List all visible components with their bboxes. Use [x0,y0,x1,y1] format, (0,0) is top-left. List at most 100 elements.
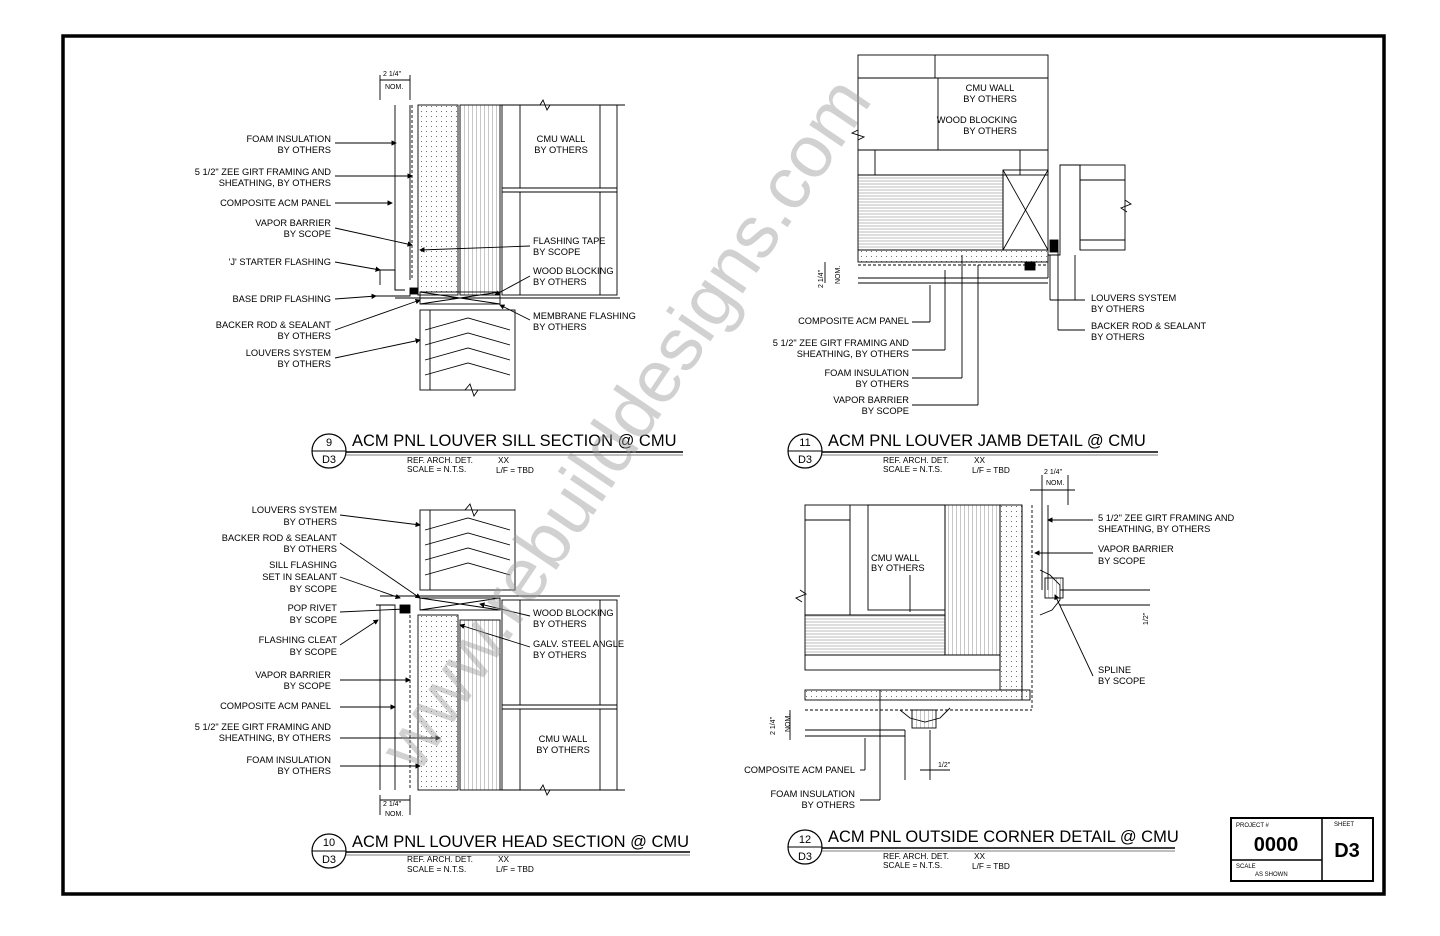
d10-ref: REF. ARCH. DET. [407,854,473,864]
d9-label: BY OTHERS [277,359,331,369]
d9-lf: L/F = TBD [496,465,534,475]
title-block: PROJECT # 0000 SHEET D3 SCALE AS SHOWN [1230,817,1374,882]
d12-label: BY SCOPE [1098,676,1145,686]
d12-scale: SCALE = N.T.S. [883,860,942,870]
d11-sheet: D3 [798,454,812,466]
d12-label: BY OTHERS [801,800,855,810]
detail-12-drawing [789,475,1150,801]
d12-dim: 2 1/4" [1044,469,1063,476]
d10-dim-nom: NOM. [385,811,403,818]
d9-label: FLASHING TAPE [533,236,606,246]
d11-ref: REF. ARCH. DET. [883,455,949,465]
d12-sheet: D3 [798,851,812,863]
d10-label: BY SCOPE [284,681,331,691]
d11-label: WOOD BLOCKING [937,115,1018,125]
project-number: 0000 [1254,834,1299,856]
d10-label: FLASHING CLEAT [259,635,338,645]
d9-label: BY OTHERS [533,277,587,287]
d9-ref: REF. ARCH. DET. [407,455,473,465]
d10-label: BY OTHERS [283,544,337,554]
detail-11-title: 11 D3 ACM PNL LOUVER JAMB DETAIL @ CMU R… [787,432,1158,475]
d11-label: CMU WALL [966,83,1015,93]
d10-label: BY OTHERS [533,650,587,660]
sheet-number: D3 [1334,840,1360,862]
d9-dim: 2 1/4" [383,71,402,78]
d12-label: CMU WALL [871,553,920,563]
d9-title: ACM PNL LOUVER SILL SECTION @ CMU [352,432,677,450]
d10-label: POP RIVET [288,603,338,613]
d9-label: BY OTHERS [533,322,587,332]
sheet-border [61,34,1386,896]
d11-title: ACM PNL LOUVER JAMB DETAIL @ CMU [828,432,1146,450]
d9-number: 9 [326,437,332,449]
d9-label: MEMBRANE FLASHING [533,311,636,321]
d11-label: LOUVERS SYSTEM [1091,293,1176,303]
d10-ref-val: XX [498,854,510,864]
d11-label: BY OTHERS [1091,332,1145,342]
d9-label: FOAM INSULATION [246,134,331,144]
d11-label: BY OTHERS [855,379,909,389]
d11-dim: 2 1/4" [818,269,825,288]
d10-lf: L/F = TBD [496,864,534,874]
d9-label: BACKER ROD & SEALANT [216,320,332,330]
d12-number: 12 [799,834,811,846]
d11-label: 5 1/2" ZEE GIRT FRAMING AND [773,338,910,348]
detail-10-drawing [339,503,625,815]
scale-label: SCALE [1236,864,1256,870]
d11-label: BACKER ROD & SEALANT [1091,321,1207,331]
d12-ref: REF. ARCH. DET. [883,851,949,861]
d12-label: COMPOSITE ACM PANEL [744,765,855,775]
d11-label: BY OTHERS [963,126,1017,136]
d10-label: BY SCOPE [290,584,337,594]
d11-ref-val: XX [974,455,986,465]
d11-dim-nom: NOM. [835,266,842,284]
d12-dim: 2 1/4" [770,716,777,735]
d9-label: COMPOSITE ACM PANEL [220,198,331,208]
d12-dim-half: 1/2" [1143,612,1150,625]
detail-11-drawing [824,54,1132,406]
d12-label: BY OTHERS [871,563,925,573]
d10-scale: SCALE = N.T.S. [407,864,466,874]
d12-lf: L/F = TBD [972,861,1010,871]
d9-label: 5 1/2" ZEE GIRT FRAMING AND [195,167,332,177]
d11-label: BY SCOPE [862,406,909,416]
d11-scale: SCALE = N.T.S. [883,464,942,474]
d9-sheet: D3 [322,454,336,466]
d10-label: LOUVERS SYSTEM [252,505,337,515]
d11-label: COMPOSITE ACM PANEL [798,316,909,326]
d12-label: 5 1/2" ZEE GIRT FRAMING AND [1098,513,1235,523]
d10-label: BACKER ROD & SEALANT [222,533,338,543]
d10-title: ACM PNL LOUVER HEAD SECTION @ CMU [352,833,689,851]
detail-10-title: 10 D3 ACM PNL LOUVER HEAD SECTION @ CMU … [311,833,690,874]
d10-label: BY SCOPE [290,647,337,657]
d12-label: VAPOR BARRIER [1098,544,1174,554]
d9-label: WOOD BLOCKING [533,266,614,276]
d10-label: BY OTHERS [536,745,590,755]
d9-label: BY OTHERS [277,331,331,341]
d10-label: GALV. STEEL ANGLE [533,639,624,649]
d12-label: SPLINE [1098,665,1131,675]
d12-label: BY SCOPE [1098,556,1145,566]
d9-ref-val: XX [498,455,510,465]
d11-label: VAPOR BARRIER [833,395,909,405]
d9-label: VAPOR BARRIER [255,218,331,228]
d12-dim-half: 1/2" [938,762,951,769]
d9-label: BASE DRIP FLASHING [232,294,331,304]
